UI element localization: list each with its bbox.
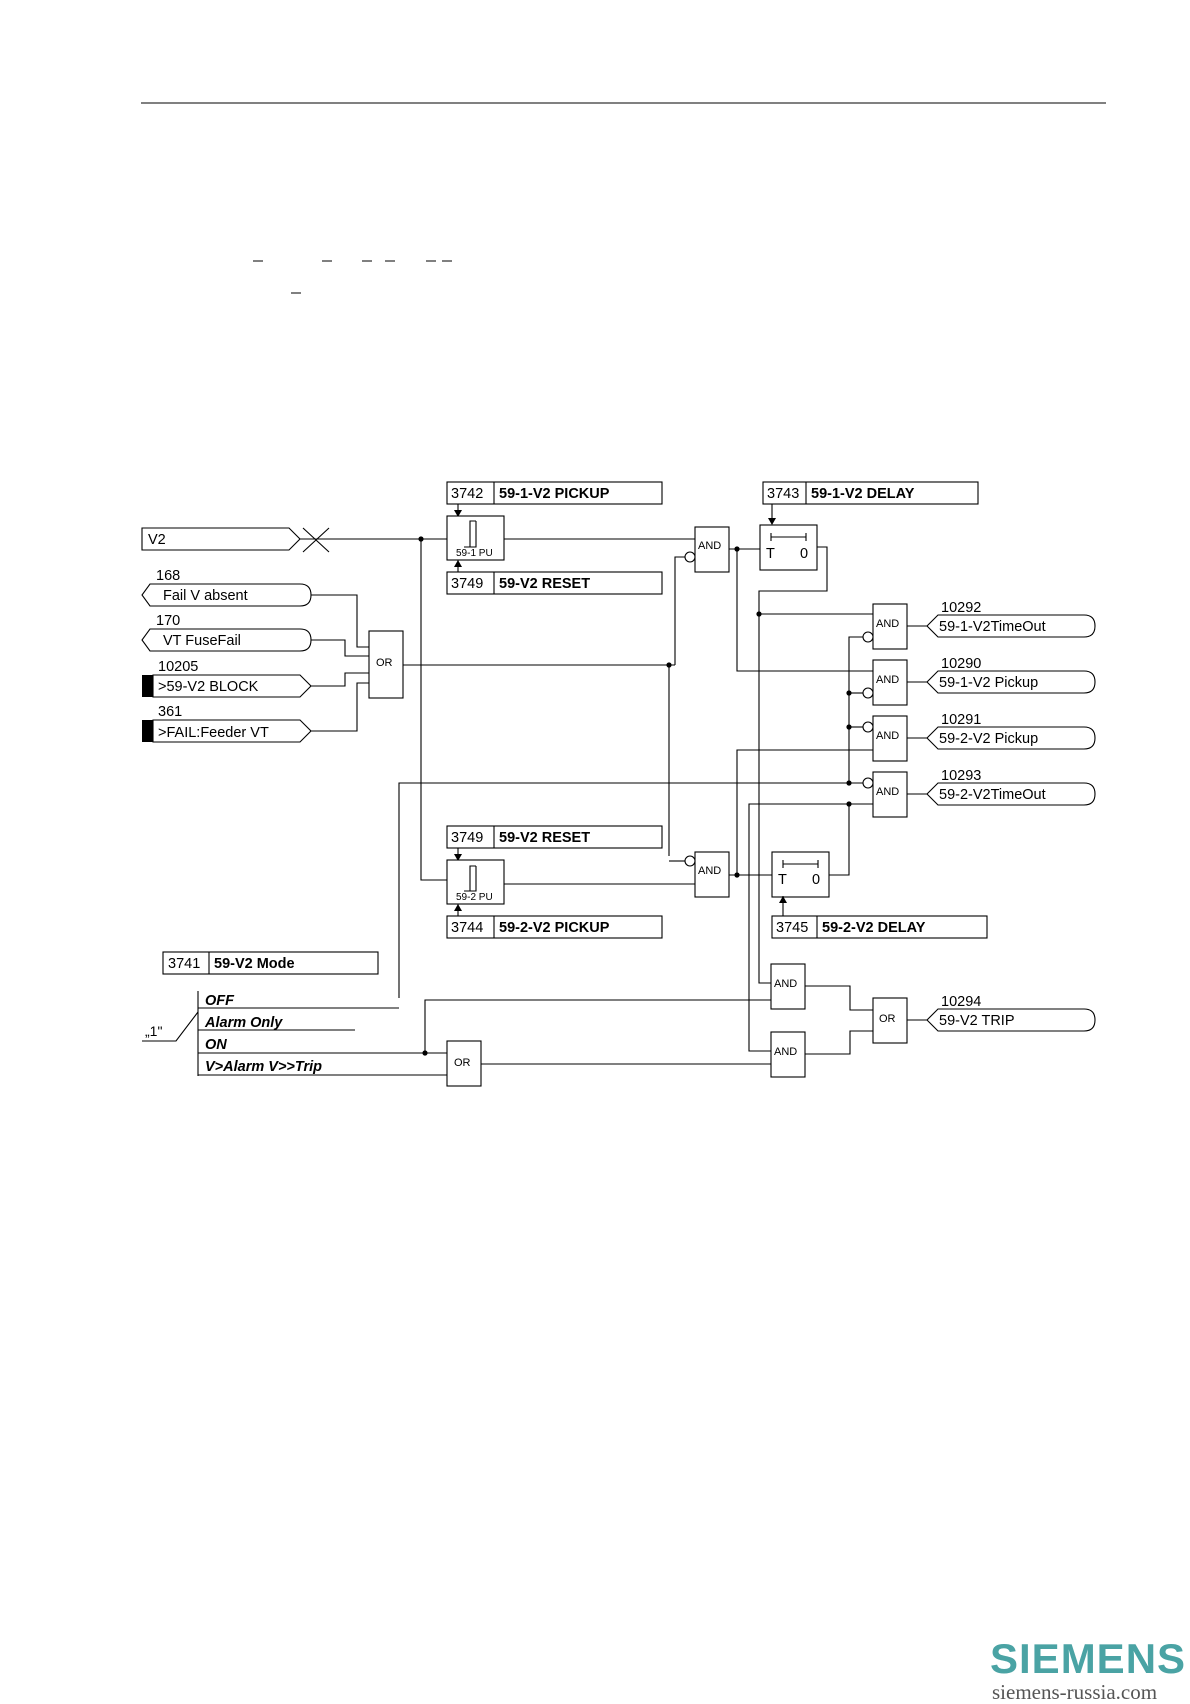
- and-gate-out-10291: AND: [862, 715, 908, 762]
- output-10292: 10292 59-1-V2TimeOut: [907, 600, 1096, 638]
- param-number: 3749: [451, 830, 483, 846]
- and-gate-trip-2: AND: [770, 1031, 806, 1078]
- input-number: 10205: [158, 659, 198, 675]
- param-number: 3749: [451, 576, 483, 592]
- param-name: 59-1-V2 DELAY: [811, 486, 915, 502]
- gate-label: AND: [876, 618, 899, 630]
- param-3744: 3744 59-2-V2 PICKUP: [446, 915, 663, 939]
- or-gate-block: OR: [368, 630, 404, 699]
- input-number: 168: [156, 568, 180, 584]
- mode-option: V>Alarm V>>Trip: [205, 1059, 322, 1075]
- timer-zero: 0: [812, 872, 820, 888]
- input-361: 361 >FAIL:Feeder VT: [142, 704, 312, 743]
- gate-label: OR: [879, 1013, 896, 1025]
- param-name: 59-2-V2 DELAY: [822, 920, 926, 936]
- output-label: 59-1-V2 Pickup: [939, 675, 1038, 691]
- param-number: 3741: [168, 956, 200, 972]
- param-name: 59-2-V2 PICKUP: [499, 920, 610, 936]
- mode-option: ON: [205, 1037, 227, 1053]
- timer-t: T: [778, 872, 787, 888]
- param-number: 3744: [451, 920, 483, 936]
- and-gate-trip-1: AND: [770, 963, 806, 1010]
- mode-option: Alarm Only: [204, 1015, 283, 1031]
- v2-cross-icon: [302, 527, 330, 553]
- timer-zero: 0: [800, 546, 808, 562]
- or-gate-trip: OR: [872, 997, 908, 1044]
- input-number: 170: [156, 613, 180, 629]
- param-number: 3742: [451, 486, 483, 502]
- input-label: V2: [148, 532, 166, 548]
- gate-label: OR: [454, 1057, 471, 1069]
- timer-t: T: [766, 546, 775, 562]
- pickup-label: 59-1 PU: [456, 548, 493, 559]
- output-number: 10290: [941, 656, 981, 672]
- output-label: 59-V2 TRIP: [939, 1013, 1015, 1029]
- output-10290: 10290 59-1-V2 Pickup: [907, 656, 1096, 694]
- input-170: 170 VT FuseFail: [141, 613, 312, 652]
- output-label: 59-1-V2TimeOut: [939, 619, 1046, 635]
- param-3749-a: 3749 59-V2 RESET: [446, 571, 663, 595]
- param-name: 59-1-V2 PICKUP: [499, 486, 610, 502]
- input-label: Fail V absent: [163, 588, 248, 604]
- gate-label: AND: [774, 978, 797, 990]
- pickup-label: 59-2 PU: [456, 892, 493, 903]
- param-3741: 3741 59-V2 Mode: [162, 951, 379, 975]
- input-label: VT FuseFail: [163, 633, 241, 649]
- gate-label: AND: [774, 1046, 797, 1058]
- brand-name: SIEMENS: [990, 1635, 1187, 1682]
- siemens-logo: SIEMENS siemens-russia.com: [990, 1638, 1190, 1704]
- timer-stage-2: T 0: [771, 851, 830, 898]
- gate-label: AND: [876, 674, 899, 686]
- output-number: 10294: [941, 994, 981, 1010]
- param-number: 3743: [767, 486, 799, 502]
- input-number: 361: [158, 704, 182, 720]
- param-number: 3745: [776, 920, 808, 936]
- mode-switch: „1" OFF Alarm Only ON V>Alarm V>>Trip: [142, 991, 447, 1076]
- gate-label: AND: [698, 865, 721, 877]
- output-10294: 10294 59-V2 TRIP: [907, 994, 1096, 1032]
- output-number: 10291: [941, 712, 981, 728]
- input-v2: V2: [141, 527, 301, 551]
- param-name: 59-V2 Mode: [214, 956, 295, 972]
- input-168: 168 Fail V absent: [141, 568, 312, 607]
- param-name: 59-V2 RESET: [499, 576, 590, 592]
- and-gate-out-10292: AND: [862, 603, 908, 650]
- output-10291: 10291 59-2-V2 Pickup: [907, 712, 1096, 750]
- gate-label: AND: [876, 730, 899, 742]
- and-gate-stage2: AND: [684, 851, 730, 898]
- param-3745: 3745 59-2-V2 DELAY: [771, 915, 988, 939]
- input-label: >FAIL:Feeder VT: [158, 725, 269, 741]
- and-gate-out-10290: AND: [862, 659, 908, 706]
- and-gate-stage1: AND: [684, 526, 730, 573]
- switch-input-label: „1": [145, 1023, 162, 1039]
- gate-label: AND: [876, 786, 899, 798]
- output-number: 10292: [941, 600, 981, 616]
- output-label: 59-2-V2 Pickup: [939, 731, 1038, 747]
- junction-dots: [418, 536, 852, 1056]
- output-number: 10293: [941, 768, 981, 784]
- stray-marks: [253, 260, 452, 294]
- input-10205: 10205 >59-V2 BLOCK: [142, 659, 312, 698]
- param-3743: 3743 59-1-V2 DELAY: [762, 481, 979, 505]
- gate-label: AND: [698, 540, 721, 552]
- or-gate-mode: OR: [446, 1040, 482, 1087]
- timer-stage-1: T 0: [759, 524, 818, 571]
- pickup-stage-1: 59-1 PU: [446, 515, 505, 561]
- output-label: 59-2-V2TimeOut: [939, 787, 1046, 803]
- param-3749-b: 3749 59-V2 RESET: [446, 825, 663, 849]
- gate-label: OR: [376, 657, 393, 669]
- output-10293: 10293 59-2-V2TimeOut: [907, 768, 1096, 806]
- input-label: >59-V2 BLOCK: [158, 679, 259, 695]
- wires-inputs-or: [311, 594, 369, 732]
- param-name: 59-V2 RESET: [499, 830, 590, 846]
- pickup-stage-2: 59-2 PU: [446, 859, 505, 905]
- mode-option: OFF: [205, 993, 235, 1009]
- and-gate-out-10293: AND: [862, 771, 908, 818]
- param-3742: 3742 59-1-V2 PICKUP: [446, 481, 663, 505]
